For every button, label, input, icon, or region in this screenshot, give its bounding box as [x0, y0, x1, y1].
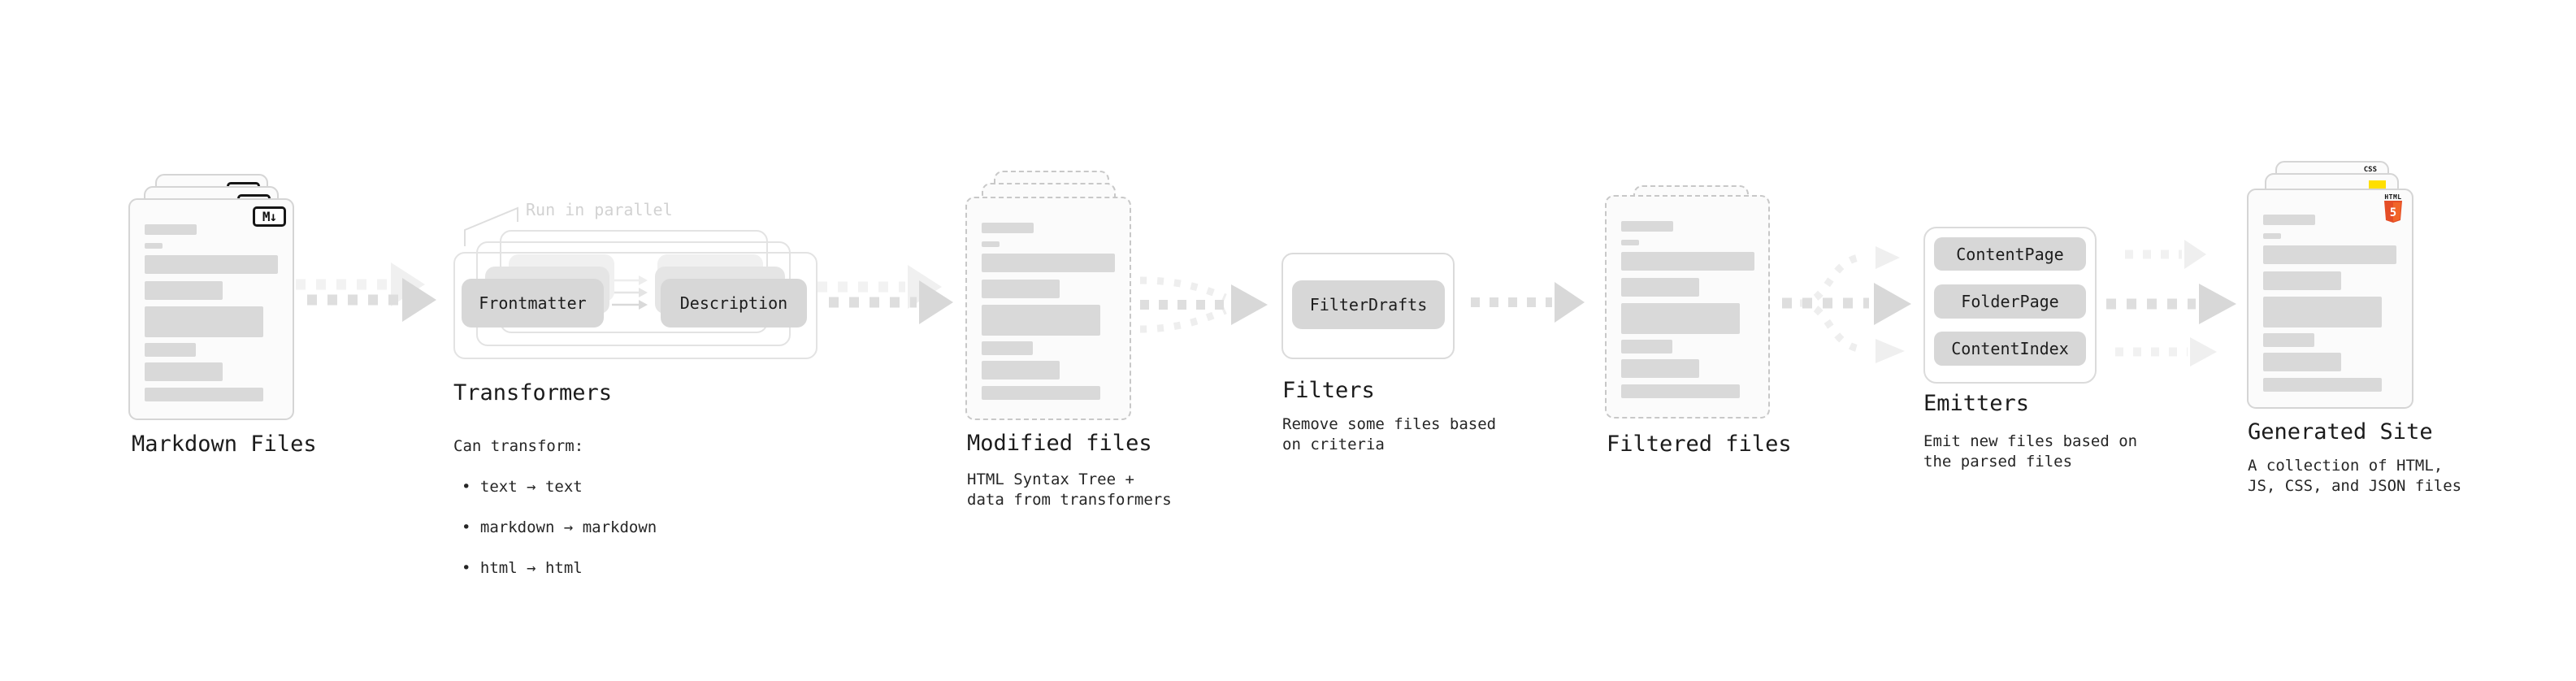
- contentpage-pill: ContentPage: [1934, 237, 2086, 271]
- frontmatter-pill: Frontmatter: [462, 279, 604, 327]
- filters-description: Remove some files based on criteria: [1282, 415, 1497, 453]
- emitters-label: Emitters: [1923, 391, 2030, 416]
- doc-bar: [982, 361, 1060, 380]
- doc-content-bars: [145, 224, 278, 401]
- filterdrafts-pill: FilterDrafts: [1292, 280, 1445, 329]
- transformers-bullet: • markdown → markdown: [462, 518, 657, 536]
- markdown-icon: M↓: [253, 206, 286, 227]
- doc-bar: [982, 341, 1033, 355]
- doc-bar: [2263, 378, 2382, 392]
- doc-bar: [2263, 215, 2315, 225]
- html5-word: HTML: [2384, 193, 2402, 201]
- html5-icon: HTML 5: [2383, 194, 2404, 226]
- doc-bar: [145, 388, 263, 401]
- doc-bar: [145, 362, 223, 381]
- doc-bar: [145, 281, 223, 300]
- doc-bar: [1621, 278, 1699, 297]
- modified-file-card-front: [965, 197, 1131, 420]
- description-pill: Description: [661, 279, 807, 327]
- doc-bar: [145, 343, 196, 357]
- doc-bar: [145, 224, 197, 235]
- filtered-files-label: Filtered files: [1607, 432, 1792, 457]
- arrow-filters-to-filtered: [1471, 282, 1585, 323]
- generated-site-label: Generated Site: [2248, 419, 2433, 445]
- doc-bar: [1621, 384, 1740, 398]
- transformers-bullet: • text → text: [462, 478, 583, 496]
- emitters-description: Emit new files based on the parsed files: [1923, 432, 2138, 471]
- doc-content-bars: [2263, 215, 2396, 392]
- doc-bar: [982, 254, 1115, 272]
- modified-files-label: Modified files: [967, 431, 1152, 456]
- doc-bar: [1621, 240, 1639, 245]
- svg-text:5: 5: [2390, 206, 2396, 219]
- transformers-description: Can transform: • text → text • markdown …: [453, 416, 657, 599]
- doc-bar: [2263, 245, 2396, 264]
- doc-bar: [1621, 221, 1673, 232]
- filtered-file-card-front: [1605, 195, 1770, 419]
- doc-bar: [982, 280, 1060, 298]
- doc-bar: [145, 255, 278, 274]
- html5-shield: 5: [2384, 201, 2402, 223]
- doc-bar: [982, 241, 1000, 247]
- filters-label: Filters: [1282, 378, 1375, 403]
- doc-bar: [982, 223, 1034, 233]
- doc-bar: [1621, 340, 1672, 354]
- doc-bar: [2263, 233, 2281, 239]
- doc-bar: [2263, 333, 2314, 347]
- doc-bar: [2263, 297, 2382, 327]
- arrow-transformers-to-modified: [817, 265, 953, 324]
- doc-bar: [1621, 359, 1699, 378]
- doc-bar: [1621, 303, 1740, 334]
- doc-bar: [2263, 271, 2341, 290]
- generated-site-description: A collection of HTML, JS, CSS, and JSON …: [2248, 457, 2462, 495]
- arrow-markdown-to-transformers: [296, 262, 436, 322]
- doc-bar: [2263, 353, 2341, 371]
- arrow-filtered-to-emitters: [1782, 246, 1911, 363]
- transformer-box-front: [453, 252, 817, 359]
- filters-box: [1281, 253, 1455, 359]
- doc-bar: [982, 386, 1100, 400]
- doc-bar: [1621, 252, 1754, 271]
- arrows-emitters-to-generated: [2106, 240, 2236, 367]
- emitters-box: [1923, 227, 2097, 384]
- arrow-modified-to-filters: [1139, 276, 1268, 333]
- run-in-parallel-note: Run in parallel: [526, 200, 673, 219]
- transformers-desc-heading: Can transform:: [453, 437, 584, 455]
- markdown-file-card-front: M↓: [128, 198, 294, 420]
- doc-content-bars: [1621, 221, 1754, 398]
- js-icon: [2369, 180, 2386, 190]
- markdown-files-label: Markdown Files: [132, 432, 317, 457]
- generated-file-card-front: HTML 5: [2247, 189, 2413, 409]
- contentindex-pill: ContentIndex: [1934, 332, 2086, 366]
- doc-bar: [982, 305, 1100, 336]
- folderpage-pill: FolderPage: [1934, 284, 2086, 319]
- doc-content-bars: [982, 223, 1115, 400]
- doc-bar: [145, 306, 263, 337]
- modified-files-description: HTML Syntax Tree + data from transformer…: [967, 471, 1172, 509]
- transformers-label: Transformers: [453, 380, 613, 406]
- transformers-bullet: • html → html: [462, 559, 583, 577]
- doc-bar: [145, 243, 163, 249]
